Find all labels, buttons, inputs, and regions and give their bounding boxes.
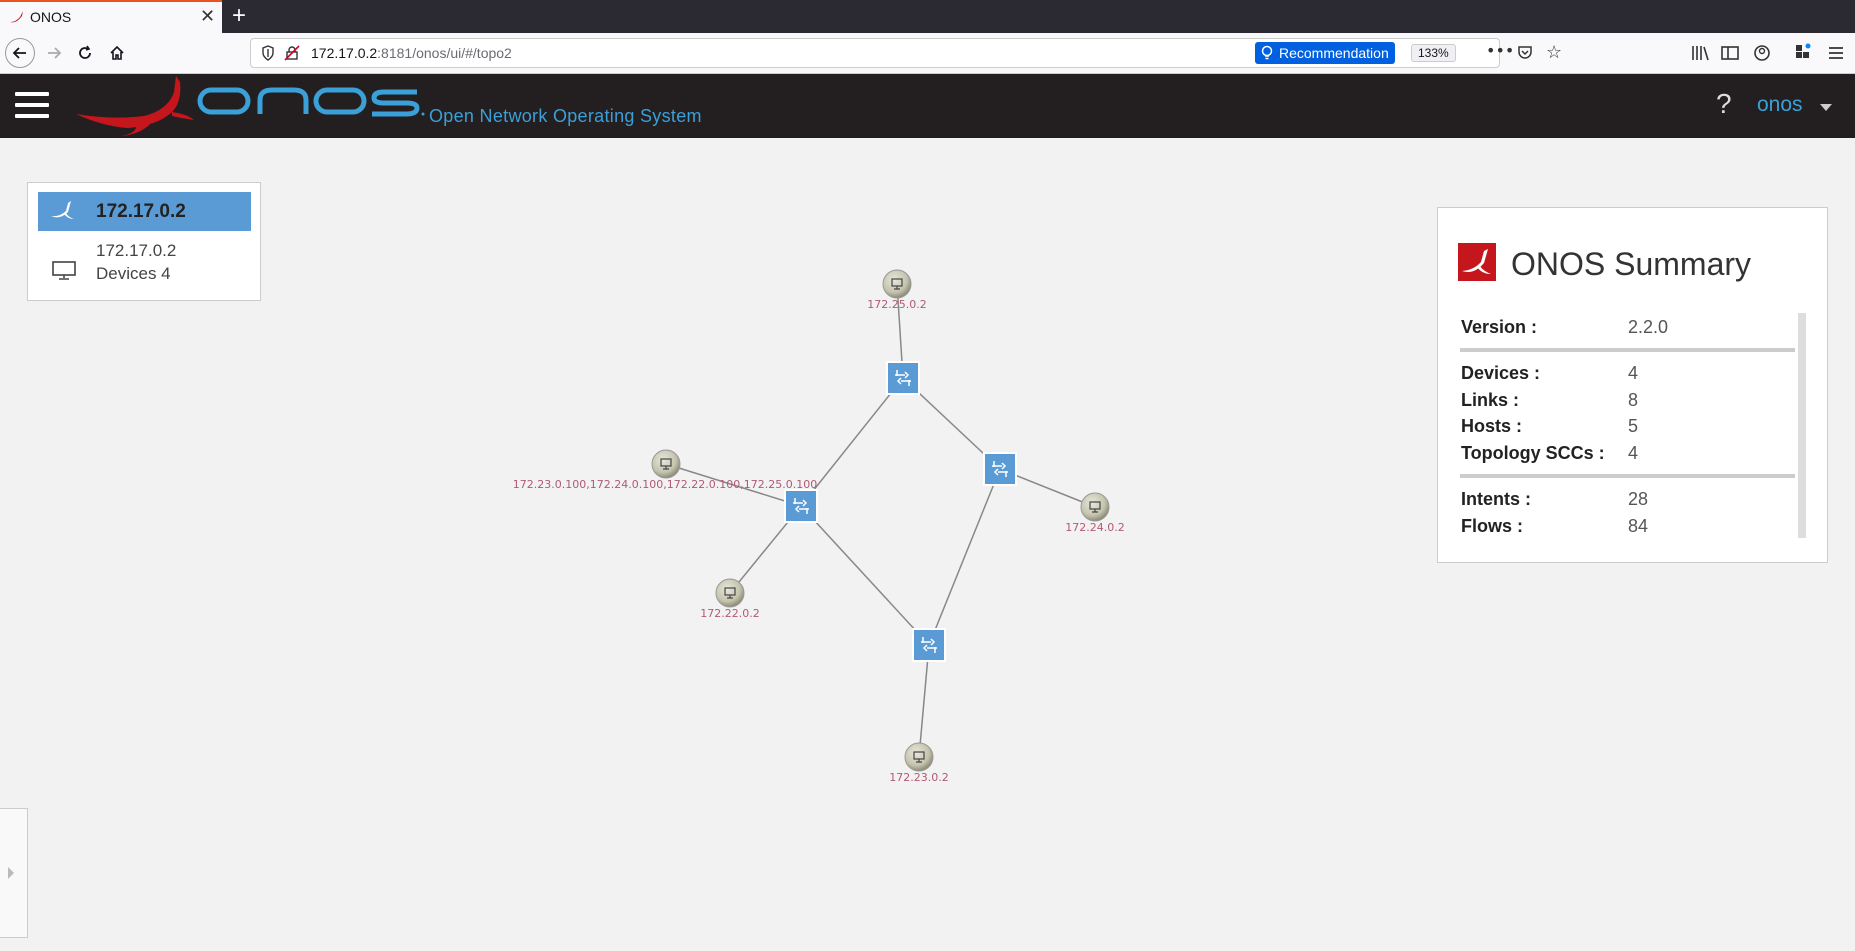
switch-device[interactable] [784, 489, 818, 523]
menu-icon[interactable] [1824, 41, 1848, 65]
onos-bird-icon [51, 201, 74, 219]
switch-device[interactable] [886, 361, 920, 395]
link[interactable] [928, 468, 1001, 646]
switch-icon [895, 370, 911, 386]
onos-favicon-icon [10, 11, 23, 23]
monitor-icon [52, 261, 76, 280]
switch-icon [921, 637, 937, 653]
host-icon [913, 751, 925, 763]
switch-icon [793, 498, 809, 514]
browser-tab[interactable]: ONOS ✕ [0, 0, 222, 33]
host-node[interactable] [715, 578, 745, 608]
switch-device[interactable] [983, 452, 1017, 486]
details-panel-toggle[interactable] [0, 808, 28, 938]
link[interactable] [800, 377, 904, 507]
url-text: 172.17.0.2:8181/onos/ui/#/topo2 [311, 45, 512, 61]
host-node[interactable] [904, 742, 934, 772]
lightbulb-icon [1261, 45, 1273, 60]
host-label: 172.23.0.100,172.24.0.100,172.22.0.100,1… [513, 478, 817, 491]
insecure-lock-icon[interactable] [284, 45, 300, 61]
pocket-icon[interactable] [1517, 44, 1533, 60]
host-label: 172.25.0.2 [867, 298, 926, 311]
nav-menu-icon[interactable] [15, 92, 49, 120]
host-icon [891, 278, 903, 290]
host-icon [660, 458, 672, 470]
host-node[interactable] [651, 449, 681, 479]
switch-device[interactable] [912, 628, 946, 662]
tab-title: ONOS [30, 9, 72, 25]
summary-title: ONOS Summary [1511, 246, 1752, 282]
chevron-down-icon[interactable] [1820, 104, 1832, 111]
summary-divider [1460, 474, 1795, 478]
zoom-level-button[interactable]: 133% [1411, 44, 1456, 62]
page-actions-icon[interactable]: ••• [1486, 41, 1515, 60]
host-node[interactable] [882, 269, 912, 299]
host-label: 172.24.0.2 [1065, 521, 1124, 534]
account-icon[interactable] [1750, 41, 1774, 65]
home-icon[interactable] [103, 39, 131, 67]
onos-subtitle: Open Network Operating System [429, 106, 702, 126]
host-icon [724, 587, 736, 599]
close-tab-icon[interactable]: ✕ [200, 6, 216, 27]
onos-logo [76, 76, 425, 136]
recommendation-button[interactable]: Recommendation [1255, 42, 1395, 64]
host-icon [1089, 501, 1101, 513]
bookmark-star-icon[interactable]: ☆ [1546, 42, 1563, 63]
address-bar[interactable]: 172.17.0.2:8181/onos/ui/#/topo2 Recommen… [250, 38, 1562, 68]
host-node[interactable] [1080, 492, 1110, 522]
cluster-panel: 172.17.0.2 172.17.0.2 Devices 4 [27, 182, 261, 301]
cluster-node-ip: 172.17.0.2 [96, 241, 177, 260]
summary-scrollbar[interactable] [1798, 313, 1806, 538]
switch-icon [992, 461, 1008, 477]
tracking-shield-icon[interactable] [261, 45, 275, 61]
summary-panel: ONOS Summary Version : 2.2.0 Devices : 4… [1437, 207, 1828, 563]
onos-masthead: Open Network Operating System ? onos [0, 74, 1855, 138]
link[interactable] [665, 463, 802, 507]
back-arrow-icon[interactable] [5, 38, 35, 68]
cluster-node-item[interactable]: 172.17.0.2 Devices 4 [38, 235, 251, 293]
cluster-node-devices: Devices 4 [96, 264, 171, 283]
link[interactable] [800, 505, 930, 646]
host-label: 172.23.0.2 [889, 771, 948, 784]
cluster-title: 172.17.0.2 [96, 201, 186, 222]
topology-canvas[interactable]: 172.25.0.2 172.23.0.100,172.24.0.100,172… [0, 138, 1855, 951]
forward-arrow-icon[interactable] [40, 39, 68, 67]
cluster-header[interactable]: 172.17.0.2 [38, 192, 251, 231]
new-tab-button[interactable]: + [232, 2, 247, 29]
sidebar-icon[interactable] [1718, 41, 1742, 65]
host-label: 172.22.0.2 [700, 607, 759, 620]
summary-divider [1460, 348, 1795, 352]
extensions-icon[interactable] [1791, 41, 1815, 65]
browser-toolbar: 172.17.0.2:8181/onos/ui/#/topo2 Recommen… [0, 33, 1855, 74]
link[interactable] [918, 644, 930, 758]
chevron-right-icon [8, 867, 14, 879]
onos-summary-icon [1458, 243, 1496, 281]
browser-tab-strip: ONOS ✕ + [0, 0, 1855, 33]
user-menu[interactable]: onos [1757, 93, 1803, 116]
help-icon[interactable]: ? [1716, 88, 1732, 119]
library-icon[interactable] [1688, 41, 1712, 65]
topology-links [665, 283, 1096, 758]
reload-icon[interactable] [71, 39, 99, 67]
